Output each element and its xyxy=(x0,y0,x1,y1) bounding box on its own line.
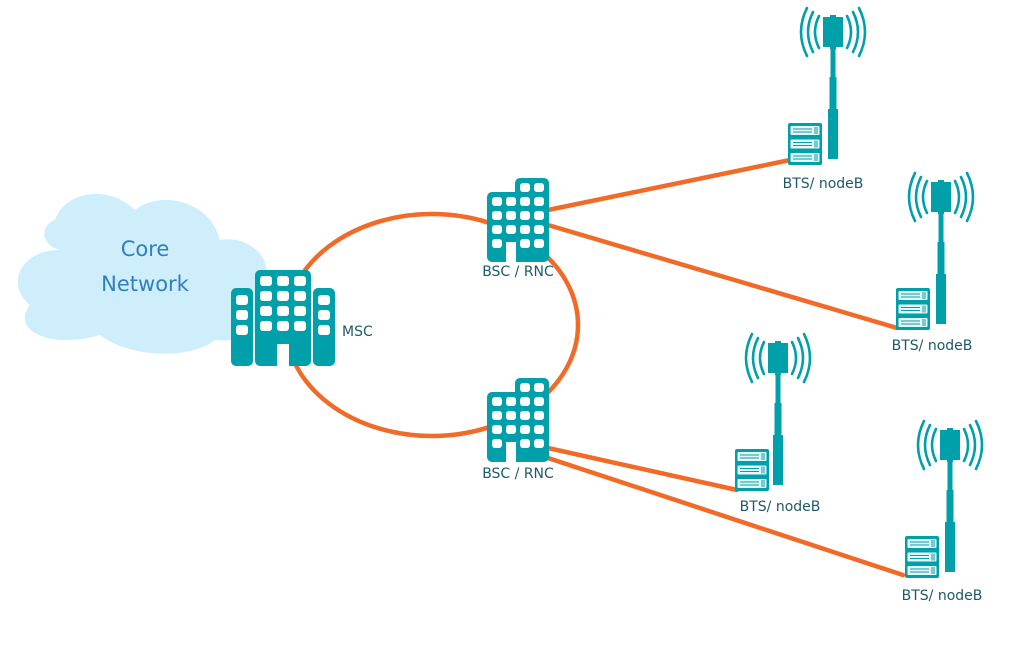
server-rack-icon xyxy=(895,287,931,331)
bsc-node[interactable]: BSC / RNC xyxy=(482,378,554,482)
bts-node[interactable]: BTS/ nodeB xyxy=(734,332,821,515)
links xyxy=(283,157,906,578)
bsc-label: BSC / RNC xyxy=(482,264,554,280)
bsc-node[interactable]: BSC / RNC xyxy=(482,178,554,280)
bsc-building-icon xyxy=(487,378,549,462)
link-bsc2-bts4 xyxy=(545,455,906,578)
bts-node[interactable]: BTS/ nodeB xyxy=(902,419,984,604)
bts-node[interactable]: BTS/ nodeB xyxy=(892,171,975,354)
core-network-cloud: Core Network xyxy=(17,193,272,354)
cloud-label-line1: Core xyxy=(121,237,170,261)
bsc-building-icon xyxy=(487,178,549,262)
server-rack-icon xyxy=(787,122,823,166)
link-bsc1-bts1 xyxy=(545,157,793,213)
bsc-label: BSC / RNC xyxy=(482,466,554,482)
link-bsc1-bts2 xyxy=(545,222,900,331)
link-bsc2-bts3 xyxy=(545,445,740,493)
bts-label: BTS/ nodeB xyxy=(892,338,973,354)
cloud-label-line2: Network xyxy=(101,272,190,296)
bts-label: BTS/ nodeB xyxy=(740,499,821,515)
msc-node[interactable]: MSC xyxy=(231,270,373,366)
bts-node[interactable]: BTS/ nodeB xyxy=(783,6,867,192)
server-rack-icon xyxy=(904,535,940,579)
bts-label: BTS/ nodeB xyxy=(902,588,983,604)
bts-label: BTS/ nodeB xyxy=(783,176,864,192)
server-rack-icon xyxy=(734,448,770,492)
msc-label: MSC xyxy=(342,324,373,340)
